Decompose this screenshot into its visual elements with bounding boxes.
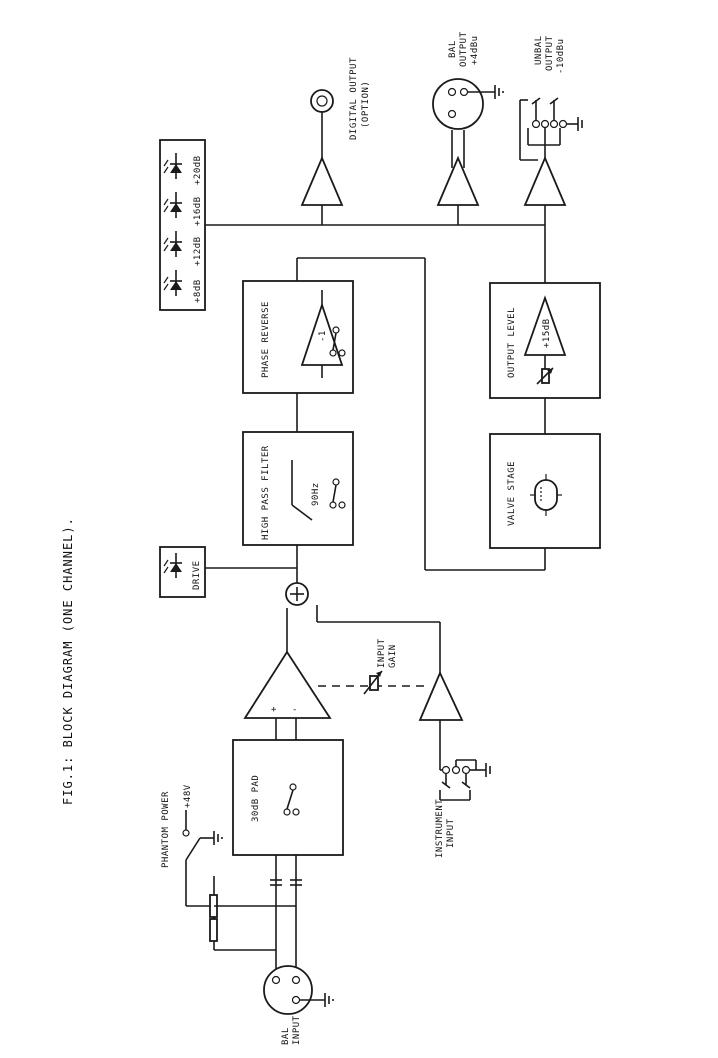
instrument-input-jack: [440, 760, 490, 800]
unbal-output-jack: [520, 98, 582, 160]
high-pass-freq-label: 90Hz: [311, 482, 321, 506]
meter-level-16db: +16dB: [193, 196, 203, 226]
digital-output-label-2: (OPTION): [361, 81, 371, 128]
digital-output-label-1: DIGITAL OUTPUT: [349, 57, 359, 140]
meter-level-20db: +20dB: [193, 155, 203, 185]
bal-input-label-2: INPUT: [292, 1015, 302, 1045]
drive-label: DRIVE: [192, 560, 202, 590]
unbal-output-label-1: UNBAL: [534, 35, 544, 65]
unbal-output-amp: [525, 145, 565, 205]
input-amplifier: [245, 652, 330, 718]
bal-output-amp: [438, 130, 478, 205]
pad-label: 30dB PAD: [251, 775, 261, 822]
amp-plus-sign: +: [271, 705, 277, 715]
valve-stage-label: VALVE STAGE: [507, 461, 517, 526]
high-pass-filter-label: HIGH PASS FILTER: [261, 445, 271, 540]
phase-gain-label: -1: [318, 330, 328, 342]
bal-output-label-1: BAL: [448, 40, 458, 58]
instrument-input-label-2: INPUT: [446, 818, 456, 848]
high-pass-filter-block: [243, 432, 353, 545]
output-level-label: OUTPUT LEVEL: [507, 307, 517, 378]
input-gain-pot: [364, 671, 382, 694]
coupling-capacitors: [270, 880, 302, 885]
phase-reverse-block: [243, 281, 353, 393]
figure-title: FIG.1: BLOCK DIAGRAM (ONE CHANNEL).: [61, 517, 75, 805]
input-gain-label-2: GAIN: [388, 644, 398, 668]
pad-block: [233, 740, 343, 855]
bal-output-label-3: +4dBu: [470, 35, 480, 65]
bal-output-label-2: OUTPUT: [459, 31, 469, 67]
meter-level-8db: +8dB: [193, 279, 203, 303]
bal-output-connector: [433, 79, 503, 129]
instrument-input-label-1: INSTRUMENT: [435, 799, 445, 858]
bal-input-connector: [264, 966, 333, 1014]
input-gain-label-1: INPUT: [377, 638, 387, 668]
unbal-output-label-2: OUTPUT: [545, 35, 555, 71]
digital-output-connector: [311, 90, 333, 112]
summing-node: [286, 583, 308, 605]
instrument-amplifier: [420, 673, 462, 760]
phase-reverse-label: PHASE REVERSE: [261, 301, 271, 378]
phantom-power-label: PHANTOM POWER: [161, 791, 171, 868]
phantom-voltage-label: +48V: [183, 784, 193, 808]
unbal-output-label-3: -10dBu: [556, 38, 566, 74]
output-gain-label: +15dB: [542, 318, 552, 348]
meter-level-12db: +12dB: [193, 236, 203, 266]
digital-output-amp: [302, 112, 342, 205]
bal-input-label-1: BAL: [281, 1027, 291, 1045]
amp-minus-sign: -: [292, 705, 298, 715]
